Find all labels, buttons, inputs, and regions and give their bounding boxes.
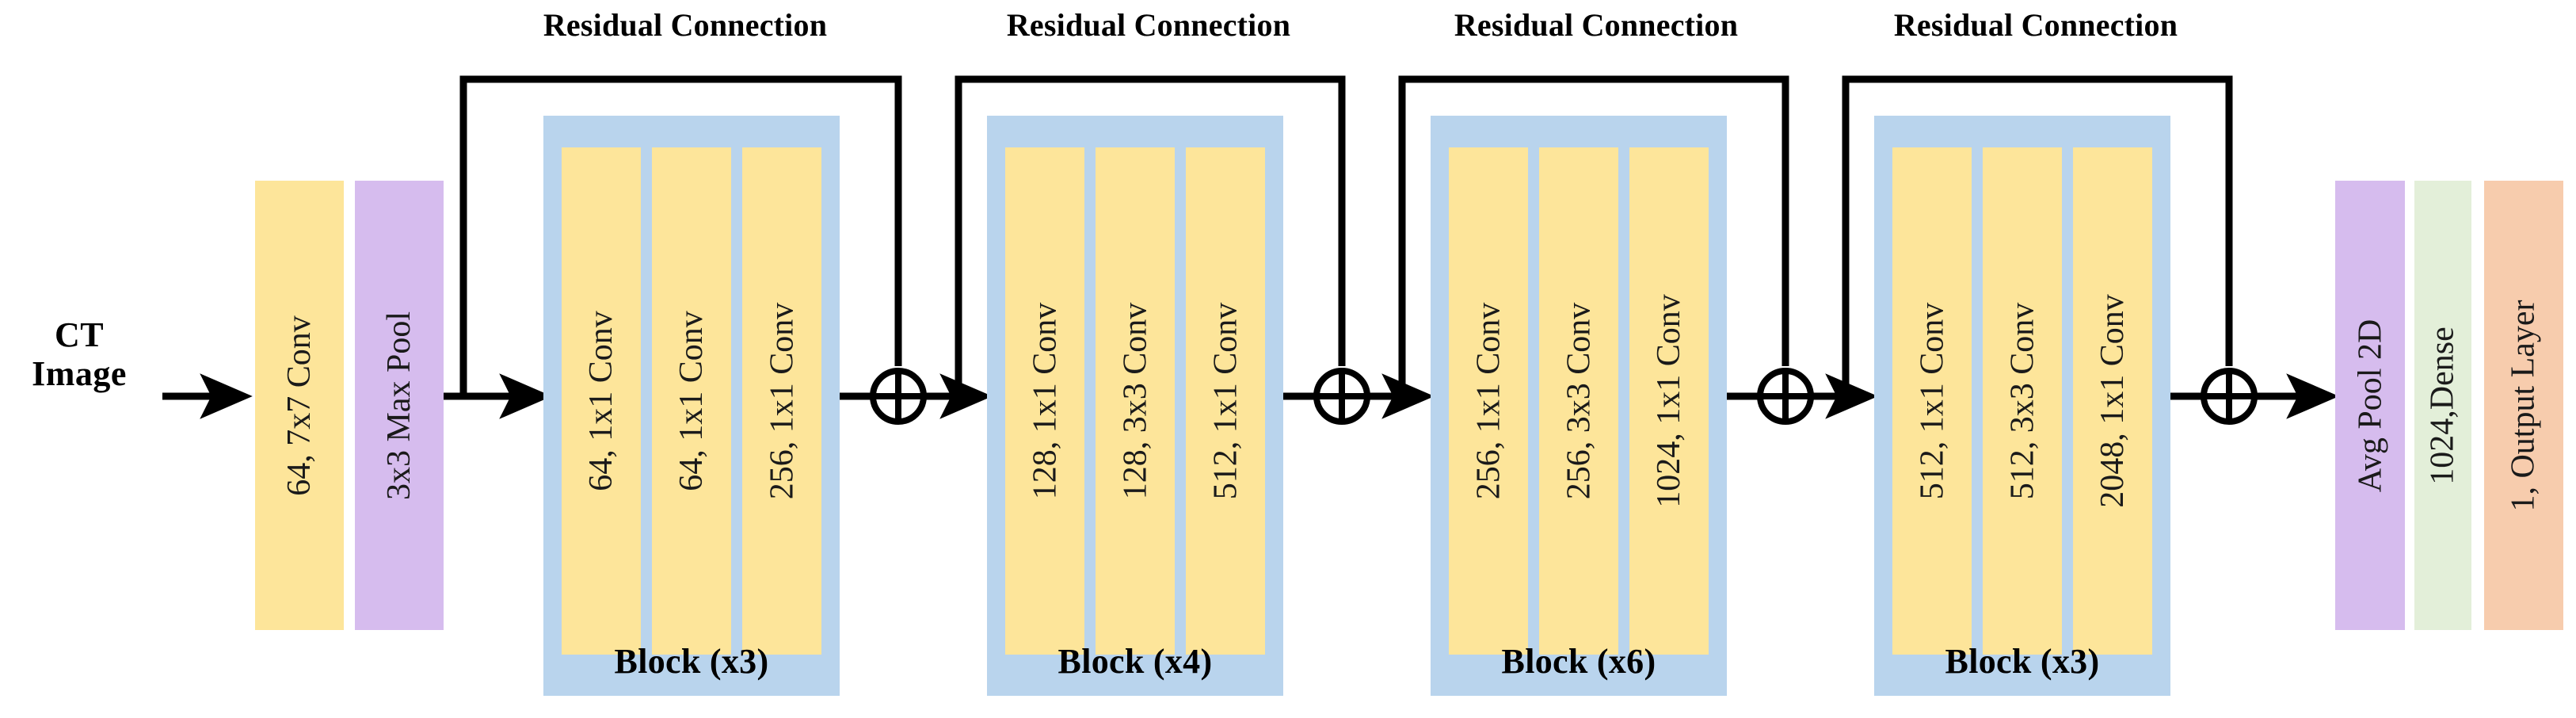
avg-pool-2d-label: Avg Pool 2D	[2352, 319, 2389, 492]
residual-caption-3: Residual Connection	[1454, 7, 1739, 43]
block-4-layer-1-label: 512, 1x1 Conv	[1914, 302, 1951, 500]
add-node-3	[1757, 368, 1814, 425]
add-node-4	[2201, 368, 2258, 425]
avg-pool-2d[interactable]: Avg Pool 2D	[2335, 181, 2405, 630]
stem-conv-7x7[interactable]: 64, 7x7 Conv	[255, 181, 344, 630]
block-4-layer-3[interactable]: 2048, 1x1 Conv	[2073, 147, 2152, 655]
block-3-layers: 256, 1x1 Conv 256, 3x3 Conv 1024, 1x1 Co…	[1431, 147, 1727, 655]
stem-maxpool-3x3-label: 3x3 Max Pool	[381, 311, 418, 500]
block-4-layer-3-label: 2048, 1x1 Conv	[2094, 294, 2132, 508]
block-1-layer-1-label: 64, 1x1 Conv	[583, 311, 620, 491]
stem-maxpool-3x3[interactable]: 3x3 Max Pool	[355, 181, 444, 630]
ct-image-input: CT Image	[8, 315, 151, 394]
block-3-label: Block (x6)	[1501, 642, 1656, 681]
block-1-layer-1[interactable]: 64, 1x1 Conv	[562, 147, 641, 655]
block-4-layer-1[interactable]: 512, 1x1 Conv	[1892, 147, 1972, 655]
block-1-layer-2-label: 64, 1x1 Conv	[673, 311, 711, 491]
block-3-layer-3-label: 1024, 1x1 Conv	[1651, 294, 1688, 508]
block-2-layer-1[interactable]: 128, 1x1 Conv	[1005, 147, 1084, 655]
block-4-label: Block (x3)	[1945, 642, 2100, 681]
residual-block-1[interactable]: 64, 1x1 Conv 64, 1x1 Conv 256, 1x1 Conv …	[543, 116, 840, 696]
dense-1024[interactable]: 1024,Dense	[2414, 181, 2471, 630]
ct-image-label-line2: Image	[32, 354, 127, 394]
block-2-layer-3-label: 512, 1x1 Conv	[1207, 302, 1244, 500]
block-3-layer-1-label: 256, 1x1 Conv	[1470, 302, 1507, 500]
output-layer[interactable]: 1, Output Layer	[2484, 181, 2563, 630]
residual-block-2[interactable]: 128, 1x1 Conv 128, 3x3 Conv 512, 1x1 Con…	[987, 116, 1283, 696]
stem-conv-7x7-label: 64, 7x7 Conv	[281, 315, 318, 496]
block-3-layer-2-label: 256, 3x3 Conv	[1560, 302, 1598, 500]
dense-1024-label: 1024,Dense	[2425, 326, 2461, 485]
residual-caption-2: Residual Connection	[1006, 7, 1291, 43]
block-4-layers: 512, 1x1 Conv 512, 3x3 Conv 2048, 1x1 Co…	[1874, 147, 2170, 655]
ct-image-label-line1: CT	[54, 315, 105, 354]
residual-block-4[interactable]: 512, 1x1 Conv 512, 3x3 Conv 2048, 1x1 Co…	[1874, 116, 2170, 696]
residual-caption-4: Residual Connection	[1893, 7, 2178, 43]
block-4-layer-2[interactable]: 512, 3x3 Conv	[1983, 147, 2062, 655]
output-layer-label: 1, Output Layer	[2506, 299, 2542, 512]
block-2-label: Block (x4)	[1057, 642, 1213, 681]
block-1-layers: 64, 1x1 Conv 64, 1x1 Conv 256, 1x1 Conv	[543, 147, 840, 655]
block-2-layer-3[interactable]: 512, 1x1 Conv	[1186, 147, 1265, 655]
block-3-layer-2[interactable]: 256, 3x3 Conv	[1539, 147, 1618, 655]
block-1-label: Block (x3)	[614, 642, 769, 681]
block-1-layer-3[interactable]: 256, 1x1 Conv	[742, 147, 821, 655]
block-4-layer-2-label: 512, 3x3 Conv	[2004, 302, 2041, 500]
add-node-2	[1313, 368, 1370, 425]
block-1-layer-2[interactable]: 64, 1x1 Conv	[652, 147, 731, 655]
block-2-layer-2-label: 128, 3x3 Conv	[1117, 302, 1154, 500]
block-3-layer-1[interactable]: 256, 1x1 Conv	[1449, 147, 1528, 655]
block-1-layer-3-label: 256, 1x1 Conv	[764, 302, 801, 500]
add-node-1	[870, 368, 927, 425]
block-2-layers: 128, 1x1 Conv 128, 3x3 Conv 512, 1x1 Con…	[987, 147, 1283, 655]
block-2-layer-1-label: 128, 1x1 Conv	[1027, 302, 1064, 500]
block-3-layer-3[interactable]: 1024, 1x1 Conv	[1629, 147, 1709, 655]
residual-block-3[interactable]: 256, 1x1 Conv 256, 3x3 Conv 1024, 1x1 Co…	[1431, 116, 1727, 696]
residual-caption-1: Residual Connection	[543, 7, 828, 43]
block-2-layer-2[interactable]: 128, 3x3 Conv	[1096, 147, 1175, 655]
